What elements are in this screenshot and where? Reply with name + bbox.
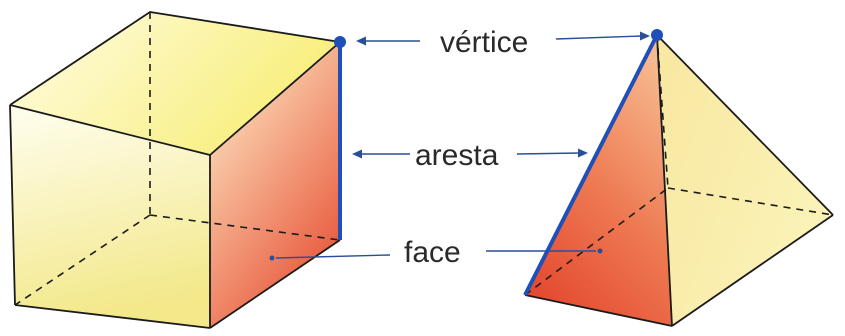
cube-visible-edges [9,11,341,329]
pyramid-front-face [525,35,672,326]
label-edge: aresta [415,139,499,172]
cube [9,11,346,329]
label-vertex: vértice [440,26,528,59]
cube-hidden-edges [14,12,341,306]
pyramid-visible-edges [524,34,834,327]
cube-top-face [10,12,340,155]
label-face: face [404,236,461,269]
cube-front-face [10,105,210,328]
pyramid-hidden-edges [524,34,834,296]
pyramid-right-face [657,35,833,326]
pyramid-vertex-dot [651,29,663,41]
pyramid [523,29,834,327]
cube-vertex-dot [334,36,346,48]
pointer-lines [269,31,650,261]
